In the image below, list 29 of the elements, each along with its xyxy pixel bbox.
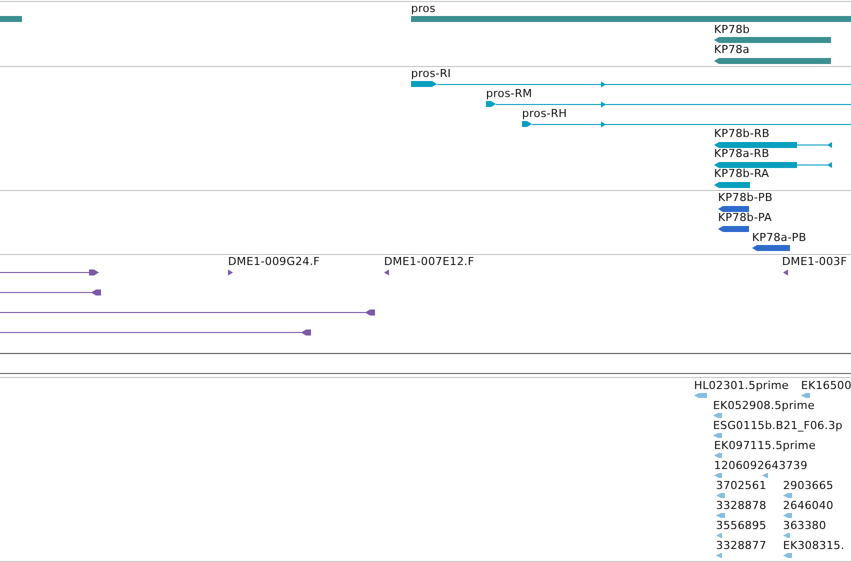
feature-label: 2646040 [783,499,834,512]
feature-label: 363380 [783,519,826,532]
feature-label: KP78a-RB [714,147,770,160]
feature-label: KP78b-RB [714,127,770,140]
feature-label: EK16500 [801,379,851,392]
feature-label: EK052908.5prime [713,399,815,412]
feature-label: KP78b [714,23,750,36]
feature-label: KP78b-PB [718,191,773,204]
feature-label: 3702561 [716,479,766,492]
feature-label: pros-RI [411,67,451,80]
feature-label: pros-RM [486,87,532,100]
feature-label: KP78b-PA [718,211,772,224]
feature-label: EK308315. [783,539,844,552]
feature-label: pros [411,2,436,15]
feature-label: 3328878 [716,499,766,512]
feature-label: DME1-009G24.F [228,255,320,268]
feature-label: KP78a-PB [752,231,806,244]
feature-label: pros-RH [522,107,568,120]
feature-label: KP78a [714,43,750,56]
feature-label: 2903665 [783,479,834,492]
feature-label: ESG0115b.B21_F06.3p [713,419,843,432]
feature-label: HL02301.5prime [694,379,789,392]
feature-label: 1206092643739 [714,459,808,472]
feature-label: 3556895 [716,519,766,532]
feature-label: 3328877 [716,539,766,552]
feature-label: EK097115.5prime [714,439,816,452]
feature-label: KP78b-RA [714,167,770,180]
feature-label: DME1-003F [782,255,848,268]
feature-label: DME1-007E12.F [384,255,474,268]
